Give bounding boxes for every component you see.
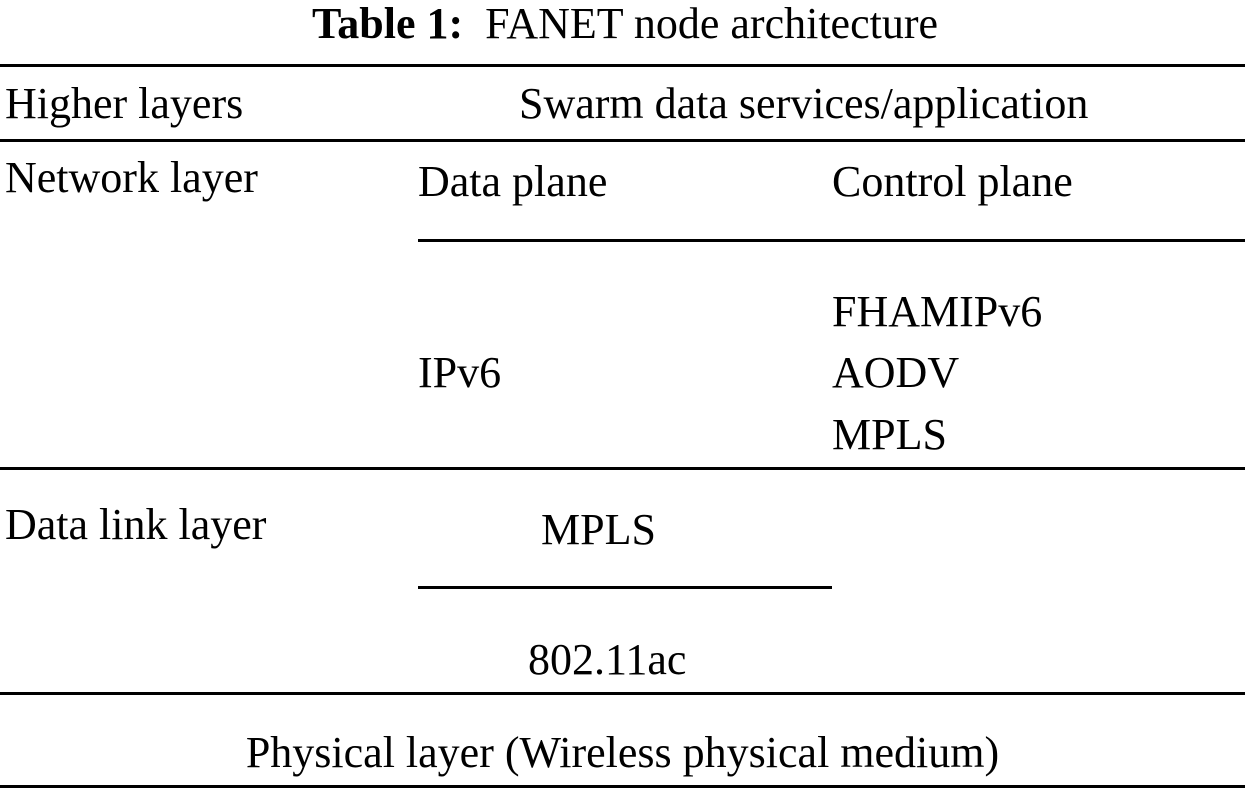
rule-bottom bbox=[0, 785, 1245, 788]
rule-after-higher bbox=[0, 139, 1245, 142]
table-caption-title: FANET node architecture bbox=[485, 0, 939, 48]
data-plane-value: IPv6 bbox=[418, 348, 502, 397]
higher-layers-label: Higher layers bbox=[5, 79, 244, 128]
data-link-lower: 802.11ac bbox=[528, 635, 687, 684]
control-plane-header: Control plane bbox=[832, 157, 1073, 206]
data-plane-header: Data plane bbox=[418, 157, 608, 206]
higher-layers-content: Swarm data services/application bbox=[519, 79, 1089, 128]
data-link-layer-label: Data link layer bbox=[5, 500, 267, 549]
rule-after-network bbox=[0, 467, 1245, 470]
data-link-upper: MPLS bbox=[541, 505, 656, 554]
physical-layer-content: Physical layer (Wireless physical medium… bbox=[245, 728, 1000, 777]
control-plane-value: AODV bbox=[832, 348, 960, 397]
rule-top bbox=[0, 64, 1245, 67]
table-caption-label: Table 1: bbox=[311, 0, 464, 48]
control-plane-value: FHAMIPv6 bbox=[832, 287, 1043, 336]
network-layer-label: Network layer bbox=[5, 153, 258, 202]
rule-after-data-link bbox=[0, 692, 1245, 695]
rule-data-link-split bbox=[418, 586, 832, 589]
table-caption: Table 1: FANET node architecture bbox=[0, 2, 1250, 46]
rule-plane-headers bbox=[418, 239, 1245, 242]
control-plane-value: MPLS bbox=[832, 410, 947, 459]
